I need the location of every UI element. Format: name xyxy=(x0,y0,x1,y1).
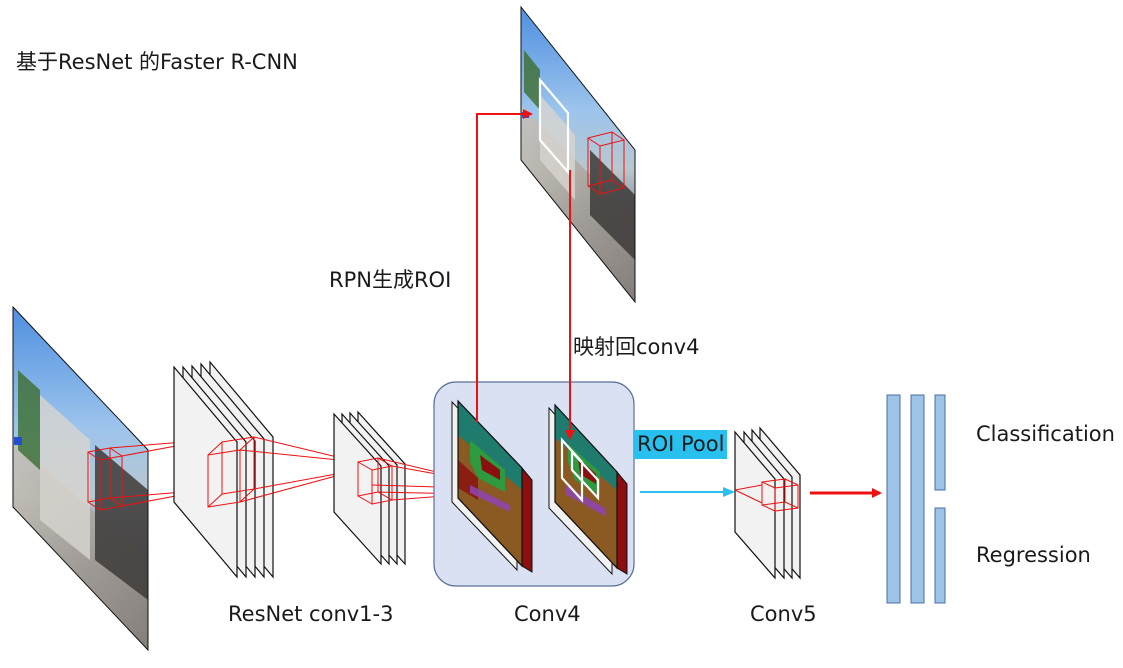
proposal-roi-boxes xyxy=(538,77,625,195)
resnet-conv1-3-stack xyxy=(333,410,406,566)
rpn-arrow xyxy=(476,109,533,422)
roi-pool-label: ROI Pool xyxy=(634,430,728,459)
regression-label: Regression xyxy=(976,543,1091,567)
fc-bar-reg xyxy=(934,507,946,604)
fc-layers xyxy=(886,394,946,604)
map-back-label: 映射回conv4 xyxy=(573,335,700,359)
fc-bar-2 xyxy=(910,394,925,604)
roi-boxes-on-conv4 xyxy=(560,437,600,503)
conv-stack-large xyxy=(173,360,274,579)
conv4-label: Conv4 xyxy=(514,602,581,626)
proposal-image xyxy=(520,5,636,304)
conv5-stack xyxy=(734,426,801,580)
conv5-label: Conv5 xyxy=(750,602,817,626)
classification-label: Classification xyxy=(976,422,1115,446)
diagram-title: 基于ResNet 的Faster R-CNN xyxy=(16,50,298,74)
fc-bar-1 xyxy=(886,394,901,604)
resnet-conv1-3-label: ResNet conv1-3 xyxy=(228,602,394,626)
conv5-kernel xyxy=(734,478,799,512)
conv4-feature-map-1 xyxy=(451,399,533,573)
input-image xyxy=(12,305,149,652)
fc-bar-cls xyxy=(934,394,946,491)
rpn-label: RPN生成ROI xyxy=(329,268,452,292)
